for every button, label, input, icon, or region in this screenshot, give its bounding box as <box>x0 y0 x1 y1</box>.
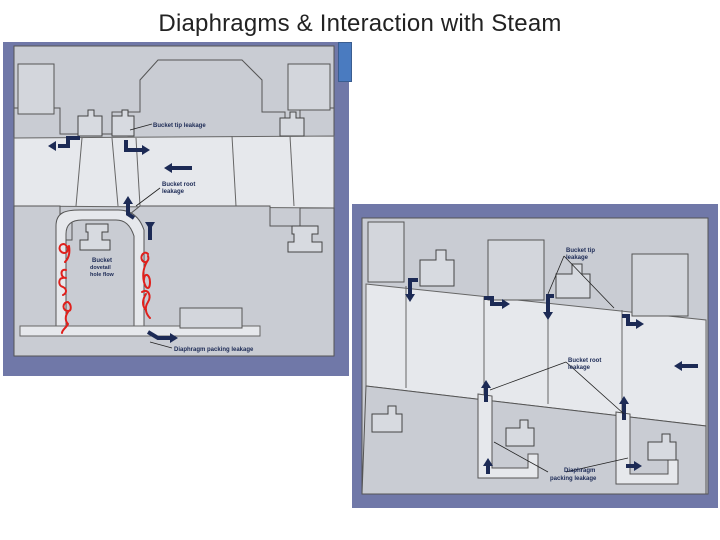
left-dovetail-1 <box>79 223 111 251</box>
right-label-bucket-root-leakage-1: Bucket root <box>568 358 601 364</box>
handwritten-ink-marks <box>58 243 152 334</box>
right-casing-block-3 <box>631 253 689 317</box>
right-tip-seal-2 <box>555 263 591 299</box>
right-label-bucket-root-leakage-2: leakage <box>568 365 591 371</box>
right-lower-seal-1 <box>371 405 403 433</box>
left-label-bucket-dovetail-2: dovetail <box>90 265 111 271</box>
right-casing-block-2 <box>487 239 545 301</box>
page-title: Diaphragms & Interaction with Steam <box>158 10 562 37</box>
left-casing-block-right <box>287 63 331 111</box>
right-casing-block-1 <box>367 221 405 283</box>
left-dovetail-2 <box>287 225 323 253</box>
right-label-diaphragm-packing-leakage-1: Diaphragm <box>564 468 595 474</box>
left-label-bucket-root-leakage-1: Bucket root <box>162 182 195 188</box>
right-turbine-diagram: Bucket tip leakage Bucket root leakage D… <box>352 204 718 508</box>
left-label-diaphragm-packing-leakage: Diaphragm packing leakage <box>174 347 254 353</box>
right-label-bucket-tip-leakage-2: leakage <box>566 255 589 261</box>
left-label-bucket-dovetail-1: Bucket <box>92 258 112 264</box>
left-turbine-diagram: Bucket tip leakage Bucket root leakage B… <box>3 42 349 376</box>
left-tip-seal-3 <box>279 111 305 137</box>
right-label-bucket-tip-leakage-1: Bucket tip <box>566 248 595 254</box>
left-casing-block-left <box>17 63 55 115</box>
left-packing-gap <box>19 325 261 337</box>
right-leakage-arrows <box>408 278 698 474</box>
right-lower-seal-3 <box>647 433 677 461</box>
left-label-bucket-root-leakage-2: leakage <box>162 189 185 195</box>
left-label-bucket-tip-leakage: Bucket tip leakage <box>153 123 206 129</box>
left-packing-block <box>179 307 243 329</box>
right-diaphragm-channel-1 <box>477 393 539 479</box>
right-lower-seal-2 <box>505 419 535 447</box>
left-tip-seal-1 <box>77 109 103 137</box>
right-label-diaphragm-packing-leakage-2: packing leakage <box>550 476 597 482</box>
left-label-bucket-dovetail-3: hole flow <box>90 272 115 278</box>
left-tip-seal-2 <box>111 109 135 137</box>
right-tip-seal-1 <box>419 249 455 287</box>
window-tab-edge <box>338 42 352 82</box>
